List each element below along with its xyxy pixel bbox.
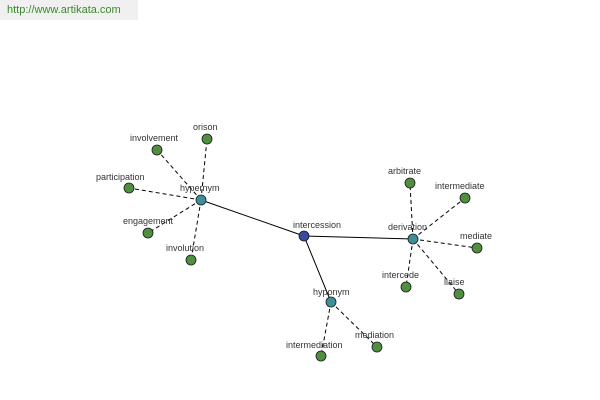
node-label: involution bbox=[166, 243, 204, 253]
node-marker[interactable] bbox=[404, 177, 416, 189]
edge-hypernym-engagement bbox=[147, 199, 202, 234]
edge-hypernym-involution bbox=[190, 199, 202, 261]
node-label: mediation bbox=[355, 330, 394, 340]
node-label: orison bbox=[193, 122, 218, 132]
node-marker[interactable] bbox=[123, 182, 135, 194]
edge-derivation-liaise bbox=[412, 238, 460, 295]
node-label: intercession bbox=[293, 220, 341, 230]
node-label: arbitrate bbox=[388, 166, 421, 176]
node-marker[interactable] bbox=[298, 230, 310, 242]
edge-hypernym-orison bbox=[200, 138, 208, 201]
watermark-bar: http://www.artikata.com bbox=[0, 0, 138, 20]
edge-hypernym-participation bbox=[128, 187, 202, 201]
node-marker[interactable] bbox=[371, 341, 383, 353]
node-marker[interactable] bbox=[185, 254, 197, 266]
node-marker[interactable] bbox=[407, 233, 419, 245]
edge-derivation-intercede bbox=[405, 238, 414, 288]
edge-hyponym-mediation bbox=[330, 301, 378, 348]
node-marker[interactable] bbox=[453, 288, 465, 300]
leaf-node-intercede[interactable]: intercede bbox=[382, 270, 419, 293]
leaf-node-involvement[interactable]: involvement bbox=[130, 133, 179, 156]
node-label: liaise bbox=[444, 277, 465, 287]
leaf-node-liaise[interactable]: liaise bbox=[444, 277, 465, 300]
hub-node-derivation[interactable]: derivation bbox=[388, 222, 427, 245]
node-marker[interactable] bbox=[195, 194, 207, 206]
graph-nodes: involvement orison participation engagement… bbox=[96, 122, 492, 362]
edge-derivation-arbitrate bbox=[409, 182, 414, 240]
hub-node-hyponym[interactable]: hyponym bbox=[313, 287, 350, 308]
node-label: hyponym bbox=[313, 287, 350, 297]
node-marker[interactable] bbox=[471, 242, 483, 254]
leaf-node-intermediate[interactable]: intermediate bbox=[435, 181, 485, 204]
edge-intercession-derivation bbox=[303, 235, 414, 240]
leaf-node-intermediation[interactable]: intermediation bbox=[286, 340, 343, 362]
hub-node-hypernym[interactable]: hypernym bbox=[180, 183, 220, 206]
leaf-node-orison[interactable]: orison bbox=[193, 122, 218, 145]
edge-derivation-intermediate bbox=[412, 197, 466, 240]
leaf-node-mediate[interactable]: mediate bbox=[460, 231, 492, 254]
graph-edges bbox=[128, 138, 478, 357]
node-label: derivation bbox=[388, 222, 427, 232]
node-label: engagement bbox=[123, 216, 174, 226]
artikata-link[interactable]: http://www.artikata.com bbox=[7, 4, 121, 16]
leaf-node-arbitrate[interactable]: arbitrate bbox=[388, 166, 421, 189]
node-label: involvement bbox=[130, 133, 179, 143]
node-marker[interactable] bbox=[151, 144, 163, 156]
node-marker[interactable] bbox=[142, 227, 154, 239]
center-node-intercession[interactable]: intercession bbox=[293, 220, 341, 242]
node-marker[interactable] bbox=[315, 350, 327, 362]
node-marker[interactable] bbox=[325, 296, 337, 308]
node-marker[interactable] bbox=[201, 133, 213, 145]
node-marker[interactable] bbox=[459, 192, 471, 204]
edge-intercession-hyponym bbox=[303, 235, 332, 303]
node-marker[interactable] bbox=[400, 281, 412, 293]
node-label: participation bbox=[96, 172, 145, 182]
node-label: mediate bbox=[460, 231, 492, 241]
leaf-node-mediation[interactable]: mediation bbox=[355, 330, 394, 353]
node-label: intermediation bbox=[286, 340, 343, 350]
leaf-node-involution[interactable]: involution bbox=[166, 243, 204, 266]
edge-derivation-mediate bbox=[412, 238, 478, 249]
node-label: hypernym bbox=[180, 183, 220, 193]
edge-intercession-hypernym bbox=[200, 199, 305, 237]
edge-hyponym-intermediation bbox=[320, 301, 332, 357]
leaf-node-participation[interactable]: participation bbox=[96, 172, 145, 194]
node-label: intercede bbox=[382, 270, 419, 280]
node-label: intermediate bbox=[435, 181, 485, 191]
leaf-node-engagement[interactable]: engagement bbox=[123, 216, 174, 239]
